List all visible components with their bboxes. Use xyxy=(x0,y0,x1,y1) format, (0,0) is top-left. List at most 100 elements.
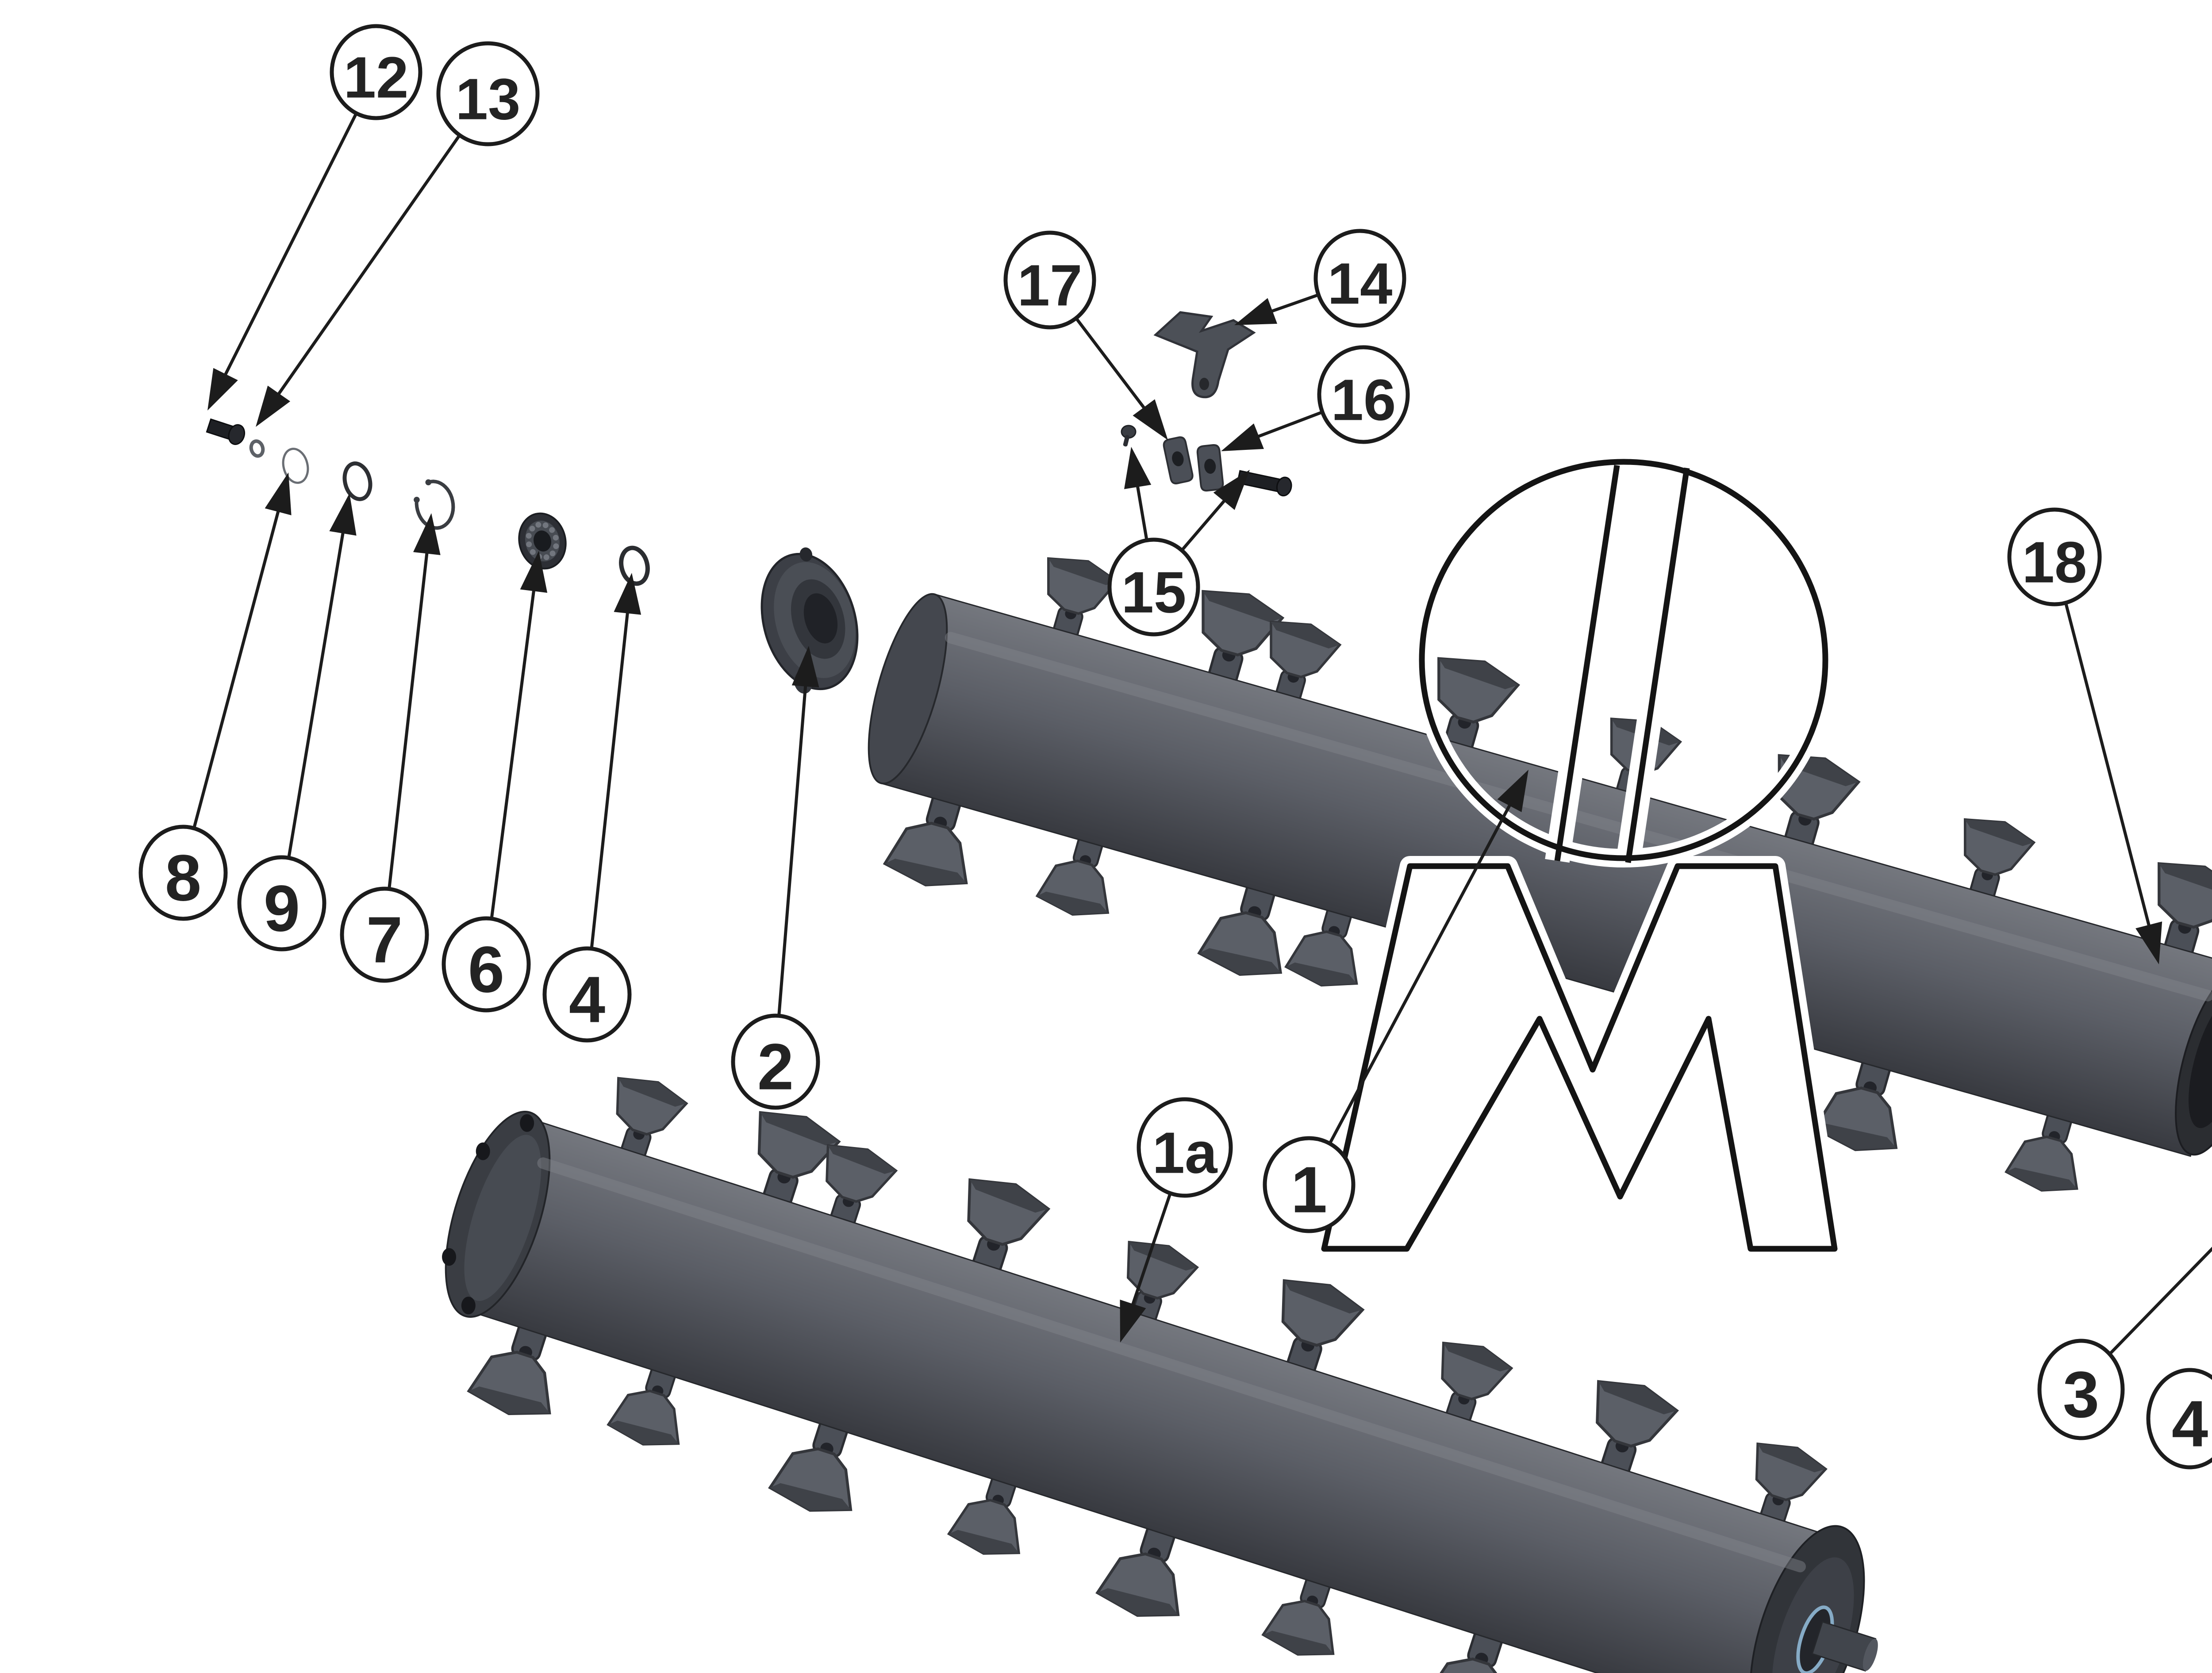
leader-18 xyxy=(2064,603,2162,964)
callout-4-right: 4 xyxy=(2146,1368,2212,1470)
bolt-15b xyxy=(1237,470,1292,497)
flail-bell xyxy=(2158,862,2212,929)
flail-hammer xyxy=(947,1470,1021,1555)
flail-bell-mouth xyxy=(469,1386,550,1414)
leader-line xyxy=(276,135,461,398)
flail-bell-mouth xyxy=(618,1078,687,1107)
callout-4-left: 4 xyxy=(542,946,632,1043)
leader-line xyxy=(1181,497,1228,551)
leader-line xyxy=(490,587,536,918)
flange-bolt xyxy=(442,1248,457,1266)
callout-12-left: 12 xyxy=(330,24,422,120)
rotor-shaft-assembly-1a xyxy=(442,1077,1878,1673)
flail-bell-mouth xyxy=(828,1145,896,1174)
leader-15 xyxy=(1124,447,1152,539)
flail-bell-mouth xyxy=(885,859,967,885)
callout-label: 1 xyxy=(1291,1154,1327,1227)
callout-6-left: 6 xyxy=(442,916,531,1013)
bearing-roller xyxy=(526,533,532,539)
flail-hammer xyxy=(757,1111,841,1212)
pin-stem xyxy=(1123,435,1130,447)
callout-label: 4 xyxy=(569,963,605,1036)
flail-hammer xyxy=(826,1144,898,1232)
flail-bell-mouth xyxy=(1758,1443,1826,1473)
callout-label: 7 xyxy=(366,904,403,977)
callout-circle xyxy=(1107,537,1200,637)
leader-14 xyxy=(1234,294,1318,325)
callout-circle xyxy=(1317,345,1410,444)
brand-watermark xyxy=(1314,453,1845,1259)
callout-13-left: 13 xyxy=(436,41,540,146)
leader-arrowhead xyxy=(1133,399,1168,440)
leader-16 xyxy=(1221,411,1322,451)
leader-arrowhead xyxy=(614,573,641,615)
flail-hammer xyxy=(607,1361,680,1446)
flange-bolt xyxy=(461,1297,476,1315)
flail-hammer xyxy=(1095,1519,1180,1617)
callout-label: 3 xyxy=(2063,1358,2099,1431)
flail-bell-mouth xyxy=(1814,1123,1896,1150)
leader-line xyxy=(590,610,630,948)
bearing-6-left xyxy=(518,512,567,570)
bearing-roller xyxy=(535,522,541,528)
callout-label: 15 xyxy=(1121,560,1187,625)
leader-4-left xyxy=(590,573,641,948)
bearing-roller xyxy=(529,526,535,532)
callout-circle xyxy=(442,916,531,1013)
leader-arrowhead xyxy=(413,513,441,555)
leader-arrowhead xyxy=(1213,470,1250,510)
leader-arrowhead xyxy=(1221,423,1264,451)
callout-label: 14 xyxy=(1328,251,1393,316)
leader-arrowhead xyxy=(265,472,292,515)
leader-12-left xyxy=(207,114,357,411)
flail-hammer xyxy=(1437,657,1521,757)
callout-circle xyxy=(2037,1339,2125,1440)
callout-label: 16 xyxy=(1331,368,1396,433)
tube-left-end xyxy=(868,593,948,785)
leader-line xyxy=(388,550,429,888)
flail-bell-mouth xyxy=(970,1180,1048,1213)
flail-hammer xyxy=(1261,1571,1335,1656)
callout-15: 15 xyxy=(1107,537,1200,637)
leader-1a xyxy=(1120,1194,1171,1343)
leader-line xyxy=(1255,411,1322,439)
callout-circle xyxy=(1313,229,1406,328)
leader-arrowhead xyxy=(1124,447,1152,489)
callout-label: 6 xyxy=(468,933,504,1006)
flail-bell-mouth xyxy=(2159,863,2212,894)
leader-1 xyxy=(1329,770,1528,1143)
logo-bar xyxy=(1625,468,1690,863)
flail-bell xyxy=(1423,1658,1507,1673)
leader-6-left xyxy=(490,551,548,918)
callout-16: 16 xyxy=(1317,345,1410,444)
flail-hammer xyxy=(1755,1442,1828,1530)
bolt-head xyxy=(1276,476,1292,497)
leader-arrowhead xyxy=(207,368,238,411)
logo-bar xyxy=(1554,465,1620,861)
callout-circle xyxy=(1137,1097,1233,1198)
circlip-eye xyxy=(425,479,432,486)
leader-arrowhead xyxy=(2135,921,2162,964)
circlip-shape xyxy=(415,480,455,530)
callout-circle xyxy=(330,24,422,120)
pin-15a xyxy=(1121,425,1137,447)
callout-14: 14 xyxy=(1313,229,1406,328)
bearing-roller xyxy=(542,522,549,528)
flail-hammer xyxy=(467,1317,551,1415)
flail-bell-mouth xyxy=(608,1420,679,1444)
housing-bore xyxy=(803,593,838,644)
ring-shape xyxy=(619,545,650,586)
ring-4-left xyxy=(619,545,650,586)
flail-bell-mouth xyxy=(1286,962,1357,986)
flail-bell-mouth xyxy=(1271,622,1340,648)
callout-label: 8 xyxy=(165,842,201,915)
flail-bell-mouth xyxy=(2006,1167,2077,1190)
leader-line xyxy=(223,114,357,378)
bearing-roller xyxy=(530,549,536,555)
leader-line xyxy=(287,530,345,857)
leader-15 xyxy=(1181,470,1250,551)
flange-bolt xyxy=(476,1142,490,1160)
callout-label: 12 xyxy=(344,45,409,110)
